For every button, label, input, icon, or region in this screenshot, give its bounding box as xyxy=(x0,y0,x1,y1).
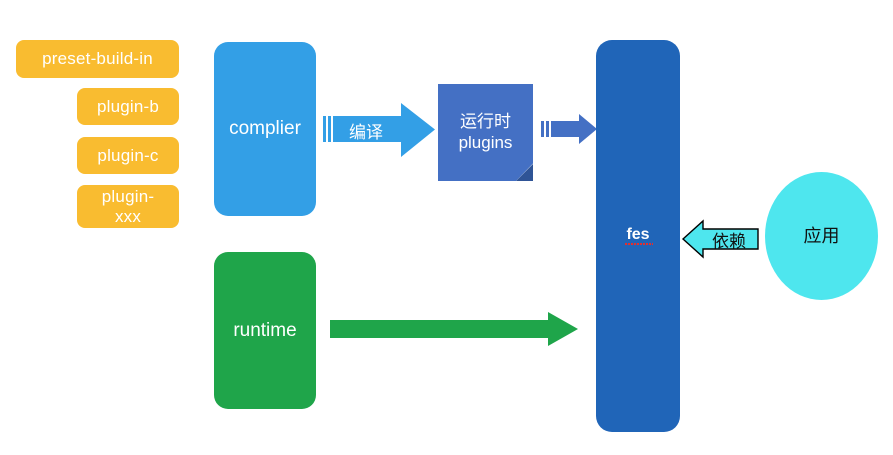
fes-label: fes xyxy=(625,226,653,247)
runtime-plugins-label-line2: plugins xyxy=(458,132,513,152)
runtime-plugins-label-line1: 运行时 xyxy=(460,112,511,132)
dependency-arrow[interactable] xyxy=(681,219,759,259)
plugin-chip-label: preset-build-in xyxy=(42,49,153,69)
application-ellipse[interactable]: 应用 xyxy=(765,172,878,300)
runtime-to-fes-arrow xyxy=(330,312,578,346)
application-label: 应用 xyxy=(803,225,840,246)
plugin-chip-plugin-c[interactable]: plugin-c xyxy=(77,137,179,174)
compile-arrow xyxy=(323,103,435,157)
runtime-plugins-box[interactable]: 运行时 plugins xyxy=(438,84,533,181)
plugin-chip-plugin-xxx[interactable]: plugin- xxx xyxy=(77,185,179,228)
plugin-chip-label: plugin-b xyxy=(96,96,160,116)
plugin-chip-label: plugin- xyxy=(101,187,155,207)
fes-box[interactable]: fes xyxy=(596,40,680,432)
plugin-chip-label: plugin-c xyxy=(97,145,159,165)
plugin-chip-label-line2: xxx xyxy=(114,206,142,226)
plugins-to-fes-arrow xyxy=(541,114,597,144)
complier-box[interactable]: complier xyxy=(214,42,316,216)
dependency-arrow-label: 依赖 xyxy=(712,231,746,251)
runtime-label: runtime xyxy=(233,319,297,341)
compile-arrow-label: 编译 xyxy=(349,122,383,142)
plugin-chip-preset-build-in[interactable]: preset-build-in xyxy=(16,40,179,78)
complier-label: complier xyxy=(229,118,301,140)
runtime-box[interactable]: runtime xyxy=(214,252,316,409)
plugin-chip-plugin-b[interactable]: plugin-b xyxy=(77,88,179,125)
